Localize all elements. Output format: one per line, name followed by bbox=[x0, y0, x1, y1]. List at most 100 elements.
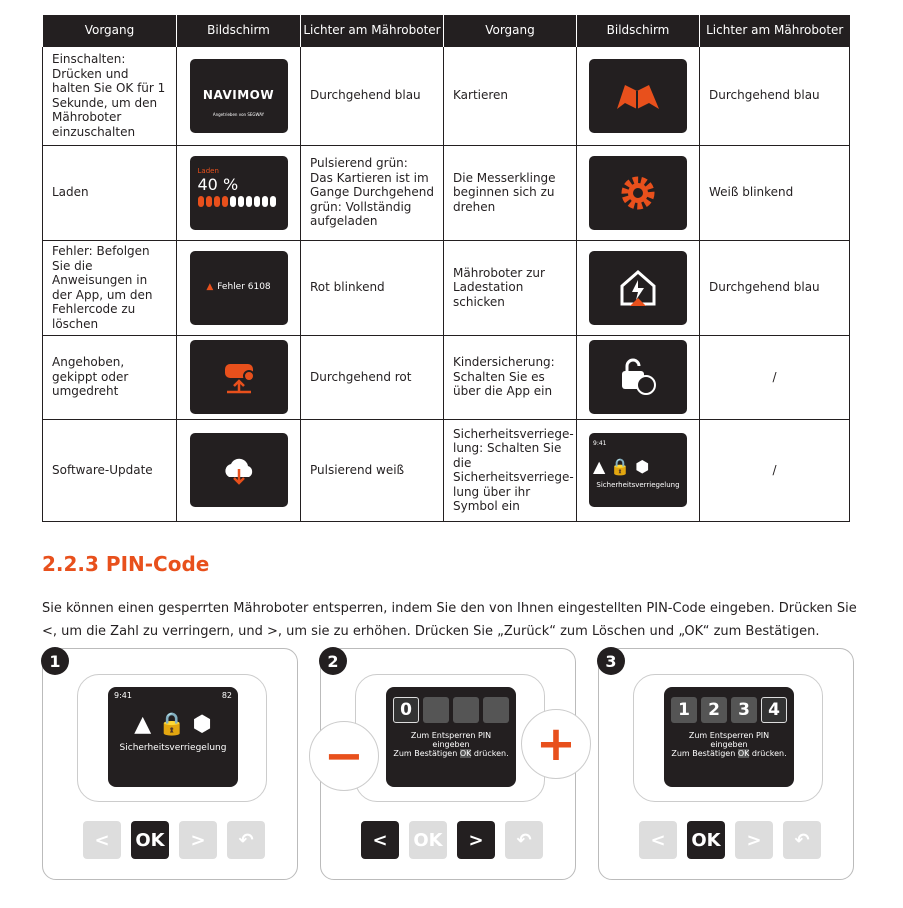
step-number: 3 bbox=[597, 647, 625, 675]
table-row: Angehoben, gekippt oder umgedreht Durchg… bbox=[42, 334, 850, 420]
action-cell: Mähroboter zur Ladestation schicken bbox=[443, 239, 577, 336]
table-header: Vorgang Bildschirm Lichter am Mähroboter… bbox=[42, 15, 850, 46]
action-cell: Kindersicherung: Schalten Sie es über di… bbox=[443, 334, 577, 420]
action-cell: Software-Update bbox=[42, 418, 177, 522]
col-header: Vorgang bbox=[443, 15, 577, 46]
pin-digit: 2 bbox=[701, 697, 727, 723]
ok-chip: OK bbox=[459, 749, 472, 758]
pin-digit bbox=[423, 697, 449, 723]
prev-button[interactable]: < bbox=[639, 821, 677, 859]
minus-icon: − bbox=[309, 721, 379, 791]
next-button[interactable]: > bbox=[735, 821, 773, 859]
home-charge-icon bbox=[589, 250, 687, 325]
light-cell: / bbox=[699, 418, 850, 522]
light-cell: Durchgehend blau bbox=[699, 45, 850, 146]
light-cell: Rot blinkend bbox=[300, 239, 444, 336]
navimow-logo: NAVIMOW bbox=[202, 88, 275, 103]
back-button[interactable]: ↶ bbox=[783, 821, 821, 859]
light-cell: Durchgehend blau bbox=[699, 239, 850, 336]
prev-button[interactable]: < bbox=[361, 821, 399, 859]
pin-digit: 3 bbox=[731, 697, 757, 723]
pin-prompt: eingeben bbox=[432, 740, 470, 749]
ok-button[interactable]: OK bbox=[131, 821, 169, 859]
confirm-text: Zum Bestätigen bbox=[393, 749, 458, 758]
action-cell: Angehoben, gekippt oder umgedreht bbox=[42, 334, 177, 420]
charge-segment bbox=[205, 195, 212, 207]
charge-segment bbox=[237, 195, 244, 207]
light-cell: Pulsierend weiß bbox=[300, 418, 444, 522]
table-row: Fehler: Befolgen Sie die Anweisungen in … bbox=[42, 239, 850, 336]
pin-digit: 1 bbox=[671, 697, 697, 723]
step-number: 2 bbox=[319, 647, 347, 675]
ok-button[interactable]: OK bbox=[409, 821, 447, 859]
confirm-text: drücken. bbox=[751, 749, 787, 758]
confirm-text: drücken. bbox=[473, 749, 509, 758]
col-header: Lichter am Mähroboter bbox=[300, 15, 444, 46]
next-button[interactable]: > bbox=[179, 821, 217, 859]
warning-icon: ▲ bbox=[206, 282, 214, 293]
ok-button[interactable]: OK bbox=[687, 821, 725, 859]
charge-segment bbox=[229, 195, 236, 207]
action-cell: Die Messerklinge beginnen sich zu drehen bbox=[443, 144, 577, 241]
button-row: < OK > ↶ bbox=[639, 821, 821, 859]
charge-bars bbox=[197, 195, 280, 207]
light-cell: Durchgehend blau bbox=[300, 45, 444, 146]
ok-chip: OK bbox=[737, 749, 750, 758]
safety-lock-label: Sicherheitsverriegelung bbox=[596, 481, 680, 489]
col-header: Bildschirm bbox=[176, 15, 301, 46]
charge-segment bbox=[197, 195, 204, 207]
pin-digit bbox=[483, 697, 509, 723]
pin-digit: 0 bbox=[393, 697, 419, 723]
light-cell: Durchgehend rot bbox=[300, 334, 444, 420]
button-row: < OK > ↶ bbox=[83, 821, 265, 859]
lifted-mower-icon bbox=[189, 340, 288, 414]
light-cell: Weiß blinkend bbox=[699, 144, 850, 241]
step-number: 1 bbox=[41, 647, 69, 675]
prev-button[interactable]: < bbox=[83, 821, 121, 859]
pin-digit bbox=[453, 697, 479, 723]
next-button[interactable]: > bbox=[457, 821, 495, 859]
charge-segment bbox=[269, 195, 276, 207]
lock-icons: ▲ 🔒 ⬢ bbox=[593, 456, 650, 476]
back-button[interactable]: ↶ bbox=[227, 821, 265, 859]
charge-segment bbox=[253, 195, 260, 207]
powered-by: Angetrieben von SEGWAY bbox=[212, 112, 265, 117]
safety-lock-label: Sicherheitsverriegelung bbox=[119, 743, 227, 753]
light-cell: / bbox=[699, 334, 850, 420]
action-cell: Sicherheitsverriege-lung: Schalten Sie d… bbox=[443, 418, 577, 522]
charge-segment bbox=[245, 195, 252, 207]
pin-digit: 4 bbox=[761, 697, 787, 723]
back-button[interactable]: ↶ bbox=[505, 821, 543, 859]
action-cell: Kartieren bbox=[443, 45, 577, 146]
screen-safety-lock: 9:41▲ 🔒 ⬢Sicherheitsverriegelung bbox=[589, 433, 687, 507]
error-code: Fehler 6108 bbox=[217, 282, 271, 293]
col-header: Bildschirm bbox=[576, 15, 700, 46]
action-cell: Laden bbox=[42, 144, 177, 241]
pin-prompt: eingeben bbox=[710, 740, 748, 749]
pin-boxes: 0 bbox=[386, 697, 516, 723]
col-header: Lichter am Mähroboter bbox=[699, 15, 850, 46]
confirm-text: Zum Bestätigen bbox=[671, 749, 736, 758]
action-cell: Fehler: Befolgen Sie die Anweisungen in … bbox=[42, 239, 177, 336]
col-header: Vorgang bbox=[42, 15, 177, 46]
screen-navimow: NAVIMOW Angetrieben von SEGWAY bbox=[189, 58, 288, 133]
table-row: Einschalten: Drücken und halten Sie OK f… bbox=[42, 45, 850, 146]
charge-segment bbox=[213, 195, 220, 207]
cloud-download-icon bbox=[189, 433, 288, 507]
status-table: Vorgang Bildschirm Lichter am Mähroboter… bbox=[42, 15, 850, 522]
blade-gear-icon bbox=[589, 155, 687, 230]
charging-label: Laden bbox=[197, 166, 219, 175]
section-text: Sie können einen gesperrten Mähroboter e… bbox=[42, 601, 857, 639]
light-cell: Pulsierend grün: Das Kartieren ist im Ga… bbox=[300, 144, 444, 241]
charge-segment bbox=[221, 195, 228, 207]
